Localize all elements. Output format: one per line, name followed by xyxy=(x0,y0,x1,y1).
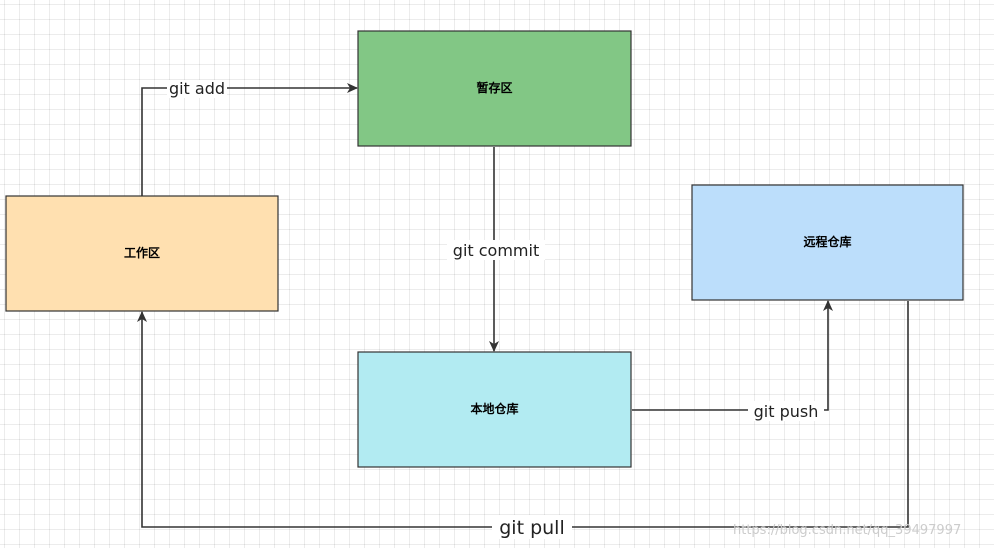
git-add-label: git add xyxy=(169,79,225,98)
remote-repository-label: 远程仓库 xyxy=(803,234,851,249)
edge-git-push xyxy=(632,300,833,411)
edge-git-add xyxy=(141,83,358,196)
node-working-directory[interactable]: 工作区 xyxy=(5,195,279,312)
working-directory-label: 工作区 xyxy=(124,245,160,260)
git-pull-label-bg xyxy=(492,515,572,539)
local-repository-box xyxy=(357,351,632,468)
staging-area-box xyxy=(357,30,632,147)
node-remote-repository[interactable]: 远程仓库 xyxy=(691,184,964,301)
node-local-repository[interactable]: 本地仓库 xyxy=(357,351,632,468)
node-staging-area[interactable]: 暂存区 xyxy=(357,30,632,147)
git-push-label: git push xyxy=(754,402,819,421)
remote-repository-box xyxy=(691,184,964,301)
git-push-label-bg xyxy=(748,401,824,421)
git-add-label-bg xyxy=(167,80,227,98)
watermark: https://blog.csdn.net/qq_39497997 xyxy=(733,523,961,538)
local-repository-label: 本地仓库 xyxy=(470,401,518,416)
working-directory-box xyxy=(5,195,279,312)
staging-area-label: 暂存区 xyxy=(476,80,512,95)
git-commit-label-bg xyxy=(447,240,545,260)
git-commit-label: git commit xyxy=(453,241,539,260)
git-pull-label: git pull xyxy=(499,517,565,539)
